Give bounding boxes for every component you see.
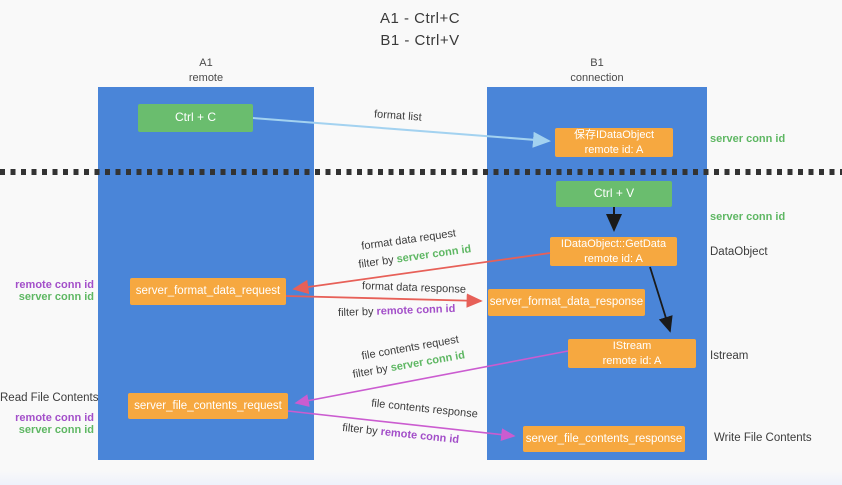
title-line-1: A1 - Ctrl+C bbox=[379, 10, 461, 27]
arrow-label-format-data-response: format data response bbox=[361, 280, 467, 296]
label-remote-conn-id-left-top: remote conn id bbox=[15, 279, 94, 291]
node-save-idataobject-line2: remote id: A bbox=[584, 143, 644, 156]
node-istream-line2: remote id: A bbox=[602, 354, 662, 367]
remote-conn-id-key: remote conn id bbox=[379, 425, 460, 447]
node-save-idataobject-line1: 保存IDataObject bbox=[573, 129, 655, 142]
node-server-format-data-response-label: server_format_data_response bbox=[489, 296, 644, 309]
node-ctrl-v: Ctrl + V bbox=[556, 181, 672, 207]
label-write-file-contents: Write File Contents bbox=[714, 432, 812, 444]
node-idataobject-getdata: IDataObject::GetData remote id: A bbox=[550, 237, 677, 266]
node-ctrl-c-label: Ctrl + C bbox=[174, 110, 216, 125]
label-server-conn-id-left-top: server conn id bbox=[18, 291, 94, 303]
node-server-format-data-request: server_format_data_request bbox=[130, 278, 286, 305]
column-header-b1: B1 connection bbox=[537, 56, 657, 86]
arrow-label-format-list: format list bbox=[373, 108, 423, 124]
column-b1-subtitle: connection bbox=[570, 71, 624, 84]
label-server-conn-id-left-bottom: server conn id bbox=[18, 424, 94, 436]
label-dataobject: DataObject bbox=[710, 246, 768, 258]
node-server-file-contents-response: server_file_contents_response bbox=[523, 426, 685, 452]
arrow-label-file-contents-response-filter: filter by remote conn id bbox=[342, 422, 460, 446]
filter-by-text: filter by bbox=[357, 253, 398, 271]
node-server-format-data-response: server_format_data_response bbox=[488, 289, 645, 316]
arrow-label-format-data-response-filter: filter by remote conn id bbox=[338, 303, 456, 319]
filter-by-text: filter by bbox=[337, 305, 377, 320]
node-server-format-data-request-label: server_format_data_request bbox=[135, 285, 281, 298]
label-read-file-contents: Read File Contents bbox=[0, 392, 99, 404]
section-divider-dashed-line bbox=[0, 169, 842, 175]
node-save-idataobject: 保存IDataObject remote id: A bbox=[555, 128, 673, 157]
label-remote-conn-id-left-bottom: remote conn id bbox=[15, 412, 94, 424]
node-server-file-contents-request: server_file_contents_request bbox=[128, 393, 288, 419]
node-ctrl-v-label: Ctrl + V bbox=[593, 186, 635, 201]
arrow-format-data-response bbox=[285, 293, 483, 308]
node-istream-line1: IStream bbox=[612, 340, 652, 353]
node-server-file-contents-response-label: server_file_contents_response bbox=[525, 432, 683, 445]
label-server-conn-id-right-mid: server conn id bbox=[710, 211, 786, 223]
column-header-a1: A1 remote bbox=[146, 56, 266, 86]
title-line-2: B1 - Ctrl+V bbox=[380, 31, 460, 49]
label-server-conn-id-right-top: server conn id bbox=[710, 133, 786, 145]
node-server-file-contents-request-label: server_file_contents_request bbox=[134, 399, 282, 412]
filter-by-text: filter by bbox=[351, 362, 392, 381]
remote-conn-id-key: remote conn id bbox=[376, 302, 456, 318]
node-istream: IStream remote id: A bbox=[568, 339, 696, 368]
arrow-label-file-contents-response: file contents response bbox=[370, 397, 479, 421]
server-conn-id-key: server conn id bbox=[395, 243, 473, 266]
column-b1-name: B1 bbox=[590, 57, 604, 69]
filter-by-text: filter by bbox=[341, 421, 382, 438]
node-idataobject-getdata-line1: IDataObject::GetData bbox=[560, 238, 667, 251]
column-a1-name: A1 bbox=[199, 57, 213, 69]
label-istream: Istream bbox=[710, 350, 749, 362]
node-ctrl-c: Ctrl + C bbox=[138, 104, 253, 132]
column-a1-subtitle: remote bbox=[188, 71, 224, 84]
diagram-title: A1 - Ctrl+C B1 - Ctrl+V bbox=[330, 8, 510, 52]
node-idataobject-getdata-line2: remote id: A bbox=[584, 252, 643, 265]
